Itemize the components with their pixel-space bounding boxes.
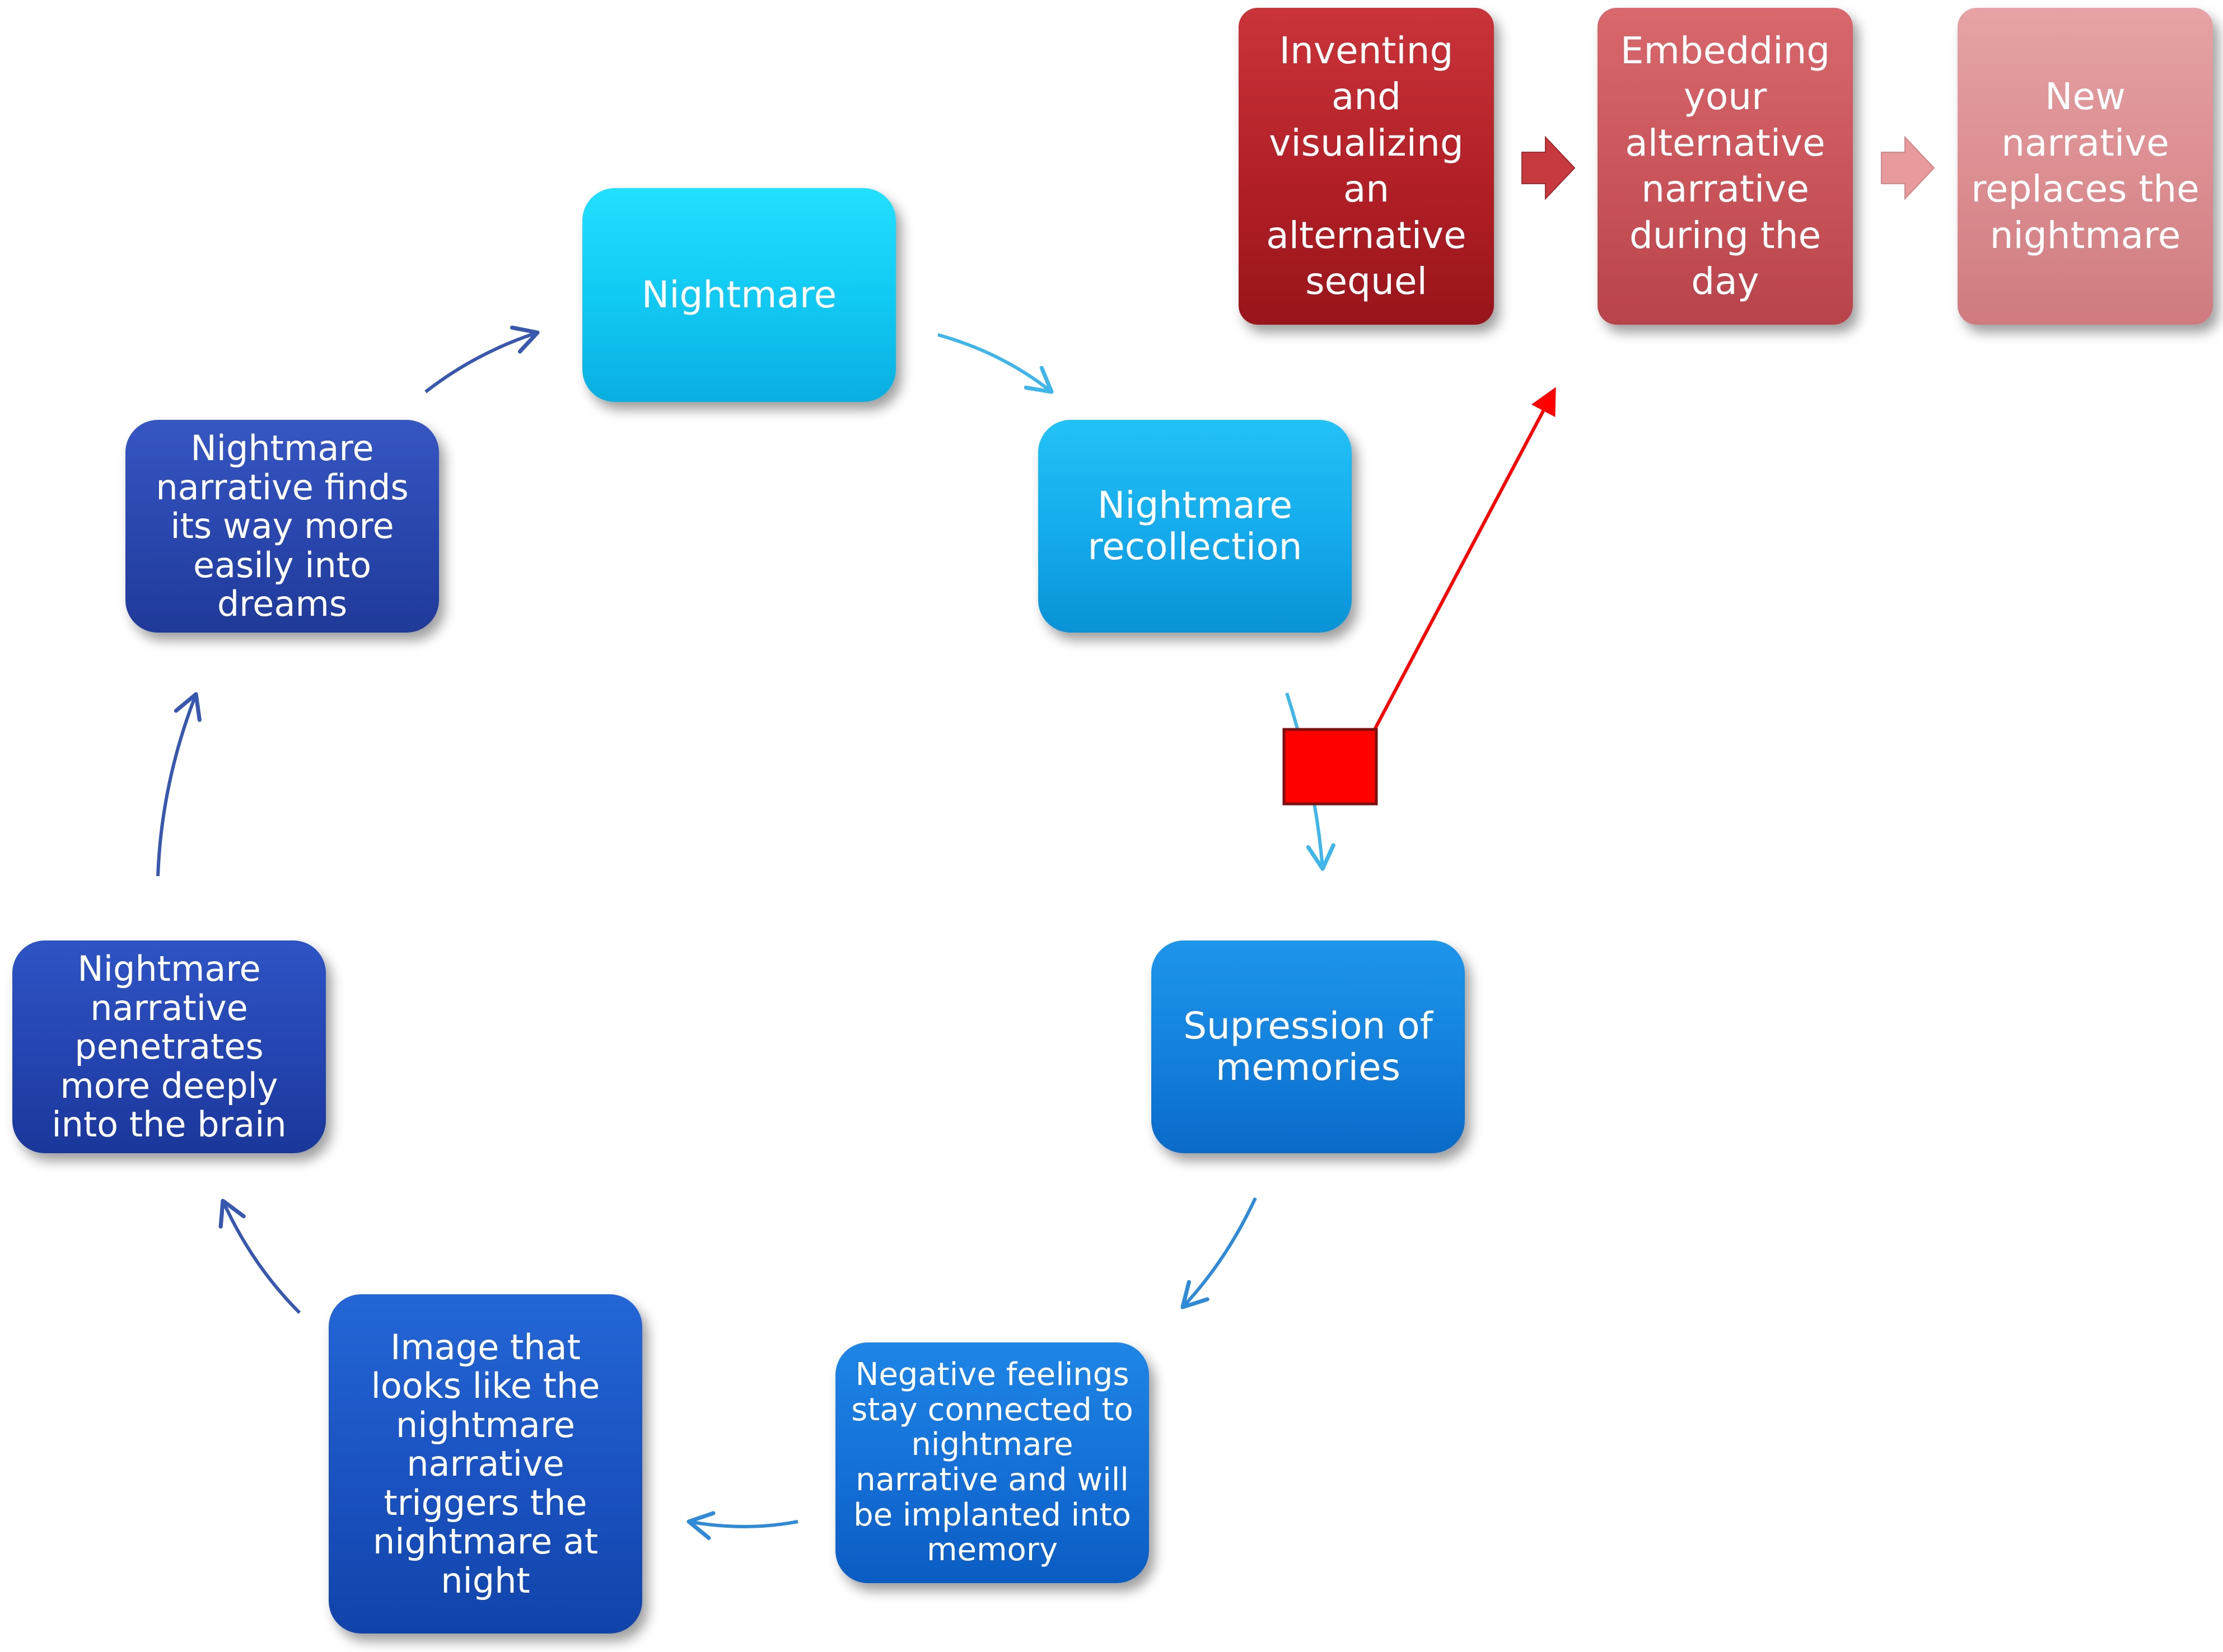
node-suppression-label: Supression of memories bbox=[1183, 1004, 1433, 1089]
node-finds-way-label: Nightmare narrative finds its way more e… bbox=[156, 428, 409, 625]
therapy-arrow-1 bbox=[1521, 135, 1576, 200]
node-recollection: Nightmare recollection bbox=[1038, 420, 1352, 633]
node-penetrates-label: Nightmare narrative penetrates more deep… bbox=[52, 948, 287, 1145]
node-negative-feelings-label: Negative feelings stay connected to nigh… bbox=[851, 1356, 1133, 1569]
node-image-trigger-label: Image that looks like the nightmare narr… bbox=[371, 1326, 600, 1601]
therapy-step-3-label: New narrative replaces the nightmare bbox=[1971, 75, 2199, 257]
therapy-arrow-2 bbox=[1881, 135, 1935, 200]
interrupt-arrow bbox=[1373, 387, 1556, 731]
node-recollection-label: Nightmare recollection bbox=[1087, 484, 1302, 568]
therapy-step-2-label: Embedding your alternative narrative dur… bbox=[1620, 29, 1830, 303]
therapy-step-2: Embedding your alternative narrative dur… bbox=[1598, 8, 1853, 325]
interrupt-marker bbox=[1282, 728, 1378, 806]
node-negative-feelings: Negative feelings stay connected to nigh… bbox=[835, 1342, 1149, 1583]
node-finds-way: Nightmare narrative finds its way more e… bbox=[125, 420, 439, 633]
therapy-step-1-label: Inventing and visualizing an alternative… bbox=[1266, 29, 1467, 303]
arrow-image-to-penetrates bbox=[218, 1199, 301, 1314]
therapy-step-3: New narrative replaces the nightmare bbox=[1958, 8, 2213, 325]
node-nightmare: Nightmare bbox=[582, 188, 896, 402]
arrow-penetrates-to-finds-way bbox=[156, 692, 202, 877]
node-image-trigger: Image that looks like the nightmare narr… bbox=[329, 1294, 642, 1634]
arrow-finds-way-to-nightmare bbox=[424, 325, 540, 394]
node-penetrates: Nightmare narrative penetrates more deep… bbox=[12, 940, 326, 1153]
therapy-step-1: Inventing and visualizing an alternative… bbox=[1239, 8, 1494, 325]
node-nightmare-label: Nightmare bbox=[641, 273, 837, 317]
node-suppression: Supression of memories bbox=[1151, 940, 1465, 1153]
arrow-negative-feelings-to-image bbox=[686, 1511, 798, 1540]
arrow-nightmare-to-recollection bbox=[937, 333, 1054, 394]
arrow-suppression-to-negative-feelings bbox=[1180, 1197, 1257, 1309]
